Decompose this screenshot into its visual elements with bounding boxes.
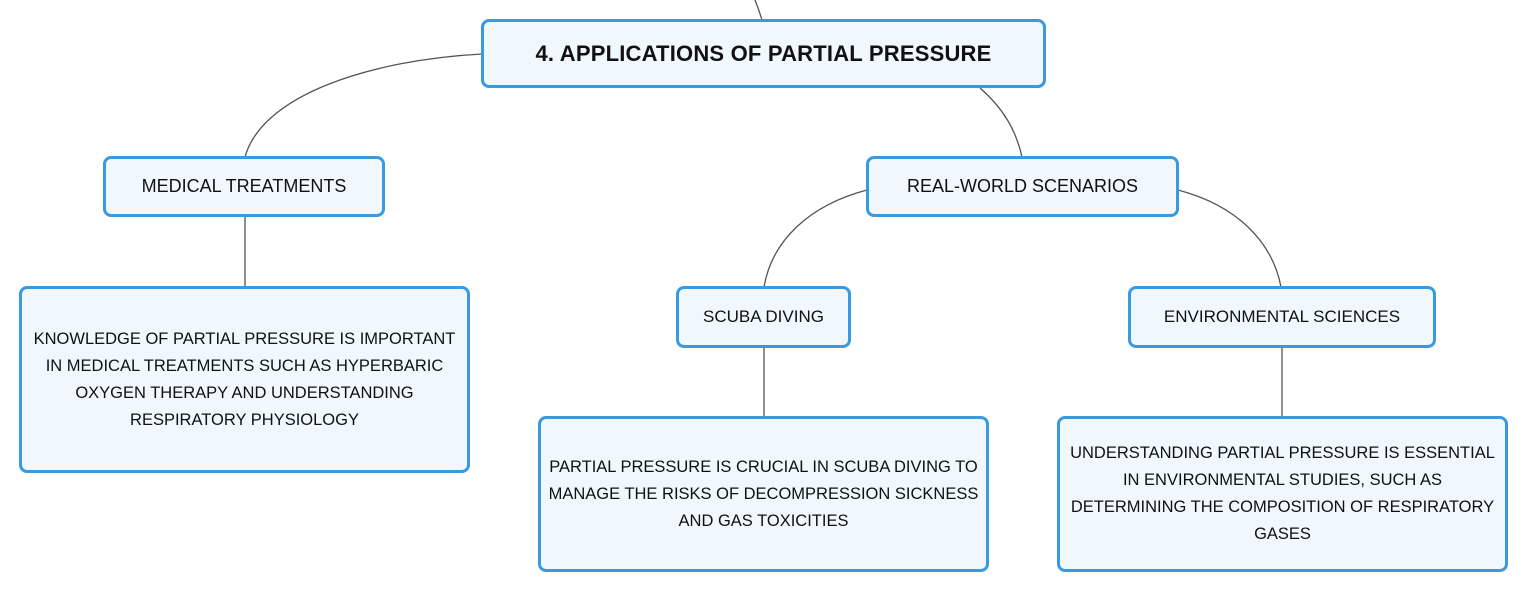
environmental-sciences-node[interactable]: ENVIRONMENTAL SCIENCES <box>1128 286 1436 348</box>
root-topic-label: 4. APPLICATIONS OF PARTIAL PRESSURE <box>535 40 992 66</box>
environmental-sciences-label: ENVIRONMENTAL SCIENCES <box>1163 307 1401 326</box>
scuba-diving-node[interactable]: SCUBA DIVING <box>676 286 851 348</box>
connector-root-to-realworld <box>979 87 1023 158</box>
real-world-scenarios-node[interactable]: REAL-WORLD SCENARIOS <box>866 156 1179 217</box>
scuba-diving-detail-node[interactable]: PARTIAL PRESSURE IS CRUCIAL IN SCUBA DIV… <box>538 416 989 572</box>
environmental-sciences-detail-text: UNDERSTANDING PARTIAL PRESSURE IS ESSENT… <box>1070 444 1495 543</box>
connector-root-to-medical <box>244 53 483 158</box>
connector-realworld-to-scuba <box>763 189 868 288</box>
root-topic-node[interactable]: 4. APPLICATIONS OF PARTIAL PRESSURE <box>481 19 1046 88</box>
connector-parent-to-root <box>754 0 763 21</box>
scuba-diving-detail-text: PARTIAL PRESSURE IS CRUCIAL IN SCUBA DIV… <box>548 457 979 530</box>
medical-treatments-detail-text: KNOWLEDGE OF PARTIAL PRESSURE IS IMPORTA… <box>33 329 456 429</box>
medical-treatments-detail-node[interactable]: KNOWLEDGE OF PARTIAL PRESSURE IS IMPORTA… <box>19 286 470 473</box>
scuba-diving-label: SCUBA DIVING <box>703 307 824 326</box>
environmental-sciences-detail-node[interactable]: UNDERSTANDING PARTIAL PRESSURE IS ESSENT… <box>1057 416 1508 572</box>
connector-realworld-to-environmental <box>1177 189 1282 288</box>
medical-treatments-label: MEDICAL TREATMENTS <box>141 176 347 196</box>
medical-treatments-node[interactable]: MEDICAL TREATMENTS <box>103 156 385 217</box>
real-world-scenarios-label: REAL-WORLD SCENARIOS <box>906 176 1139 196</box>
